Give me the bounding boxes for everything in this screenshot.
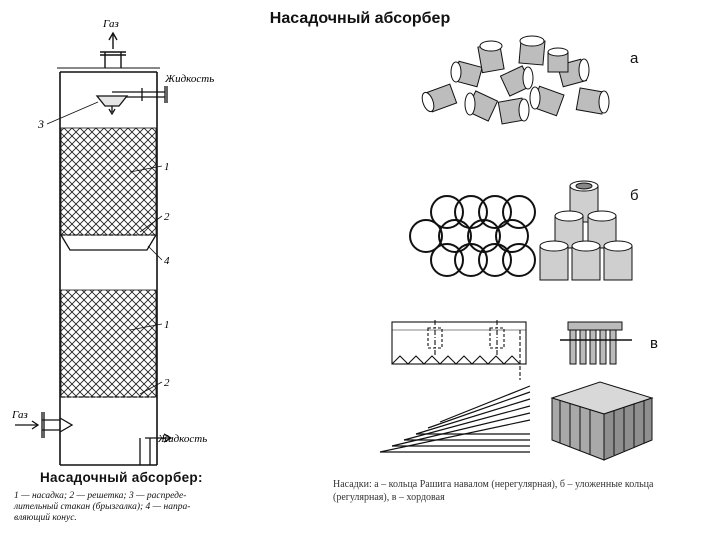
legend-line: лительный стакан (брызгалка); 4 — напра- (14, 502, 191, 512)
legend-line: вляющий конус. (14, 513, 77, 523)
callout-2-lower: 2 (164, 377, 170, 389)
callout-leaders (129, 165, 163, 395)
gas-top-label: Газ (102, 18, 119, 30)
legend-line: 1 — насадка; 2 — решетка; 3 — распреде- (14, 491, 187, 501)
packing-bed-upper (60, 127, 157, 236)
callout-2-upper: 2 (164, 211, 170, 223)
packings-caption: Насадки: а – кольца Рашига навалом (нере… (333, 479, 654, 503)
callout-4: 4 (164, 255, 170, 267)
gas-bottom-label: Газ (11, 409, 28, 421)
liquid-in-label: Жидкость (164, 73, 214, 85)
packing-label-v: в (650, 335, 658, 352)
left-caption-title: Насадочный абсорбер: (40, 470, 203, 485)
gas-inlet-bottom (15, 412, 74, 438)
chord-comb-block (560, 321, 632, 365)
raschig-rings-random (421, 35, 610, 125)
gas-outlet-top (100, 31, 126, 68)
liquid-outlet (139, 433, 173, 465)
callout-1-lower: 1 (164, 319, 170, 331)
packing-label-b: б (630, 187, 639, 204)
chord-plate-drawing (391, 320, 527, 380)
chord-3d-block (550, 381, 654, 461)
page-title: Насадочный абсорбер (269, 10, 451, 27)
callout-3-leader (46, 101, 99, 125)
liquid-inlet (95, 86, 168, 116)
column-shell (57, 67, 160, 466)
rings-top-view (409, 195, 536, 277)
rings-stacked-pyramid (539, 180, 633, 281)
callout-1-upper: 1 (164, 161, 170, 173)
chord-stack-lines (379, 385, 531, 453)
callout-3: 3 (37, 117, 44, 131)
liquid-out-label: Жидкость (157, 433, 207, 445)
packing-label-a: а (630, 50, 639, 67)
packing-bed-lower (60, 289, 157, 398)
guide-cone (60, 234, 157, 251)
